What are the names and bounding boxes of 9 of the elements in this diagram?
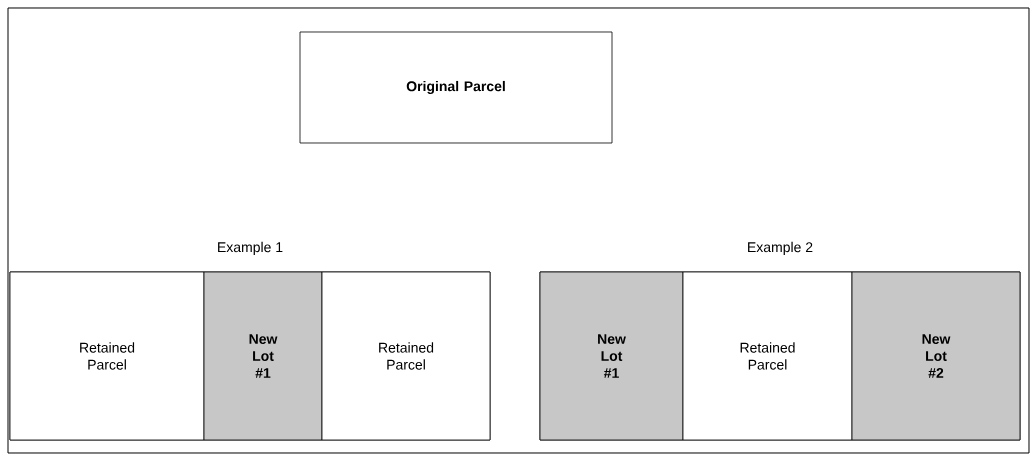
title-box: Original Parcel: [299, 31, 613, 144]
parcel-cell: Retained Parcel: [682, 271, 853, 441]
parcel-cell: Retained Parcel: [9, 271, 205, 441]
lot-cell: New Lot #1: [203, 271, 323, 441]
parcel-cell: Retained Parcel: [321, 271, 491, 441]
lot-cell: New Lot #1: [539, 271, 684, 441]
lot-cell: New Lot #2: [851, 271, 1021, 441]
node-label: Example 2: [748, 241, 813, 255]
node-label: Example 1: [218, 241, 283, 255]
